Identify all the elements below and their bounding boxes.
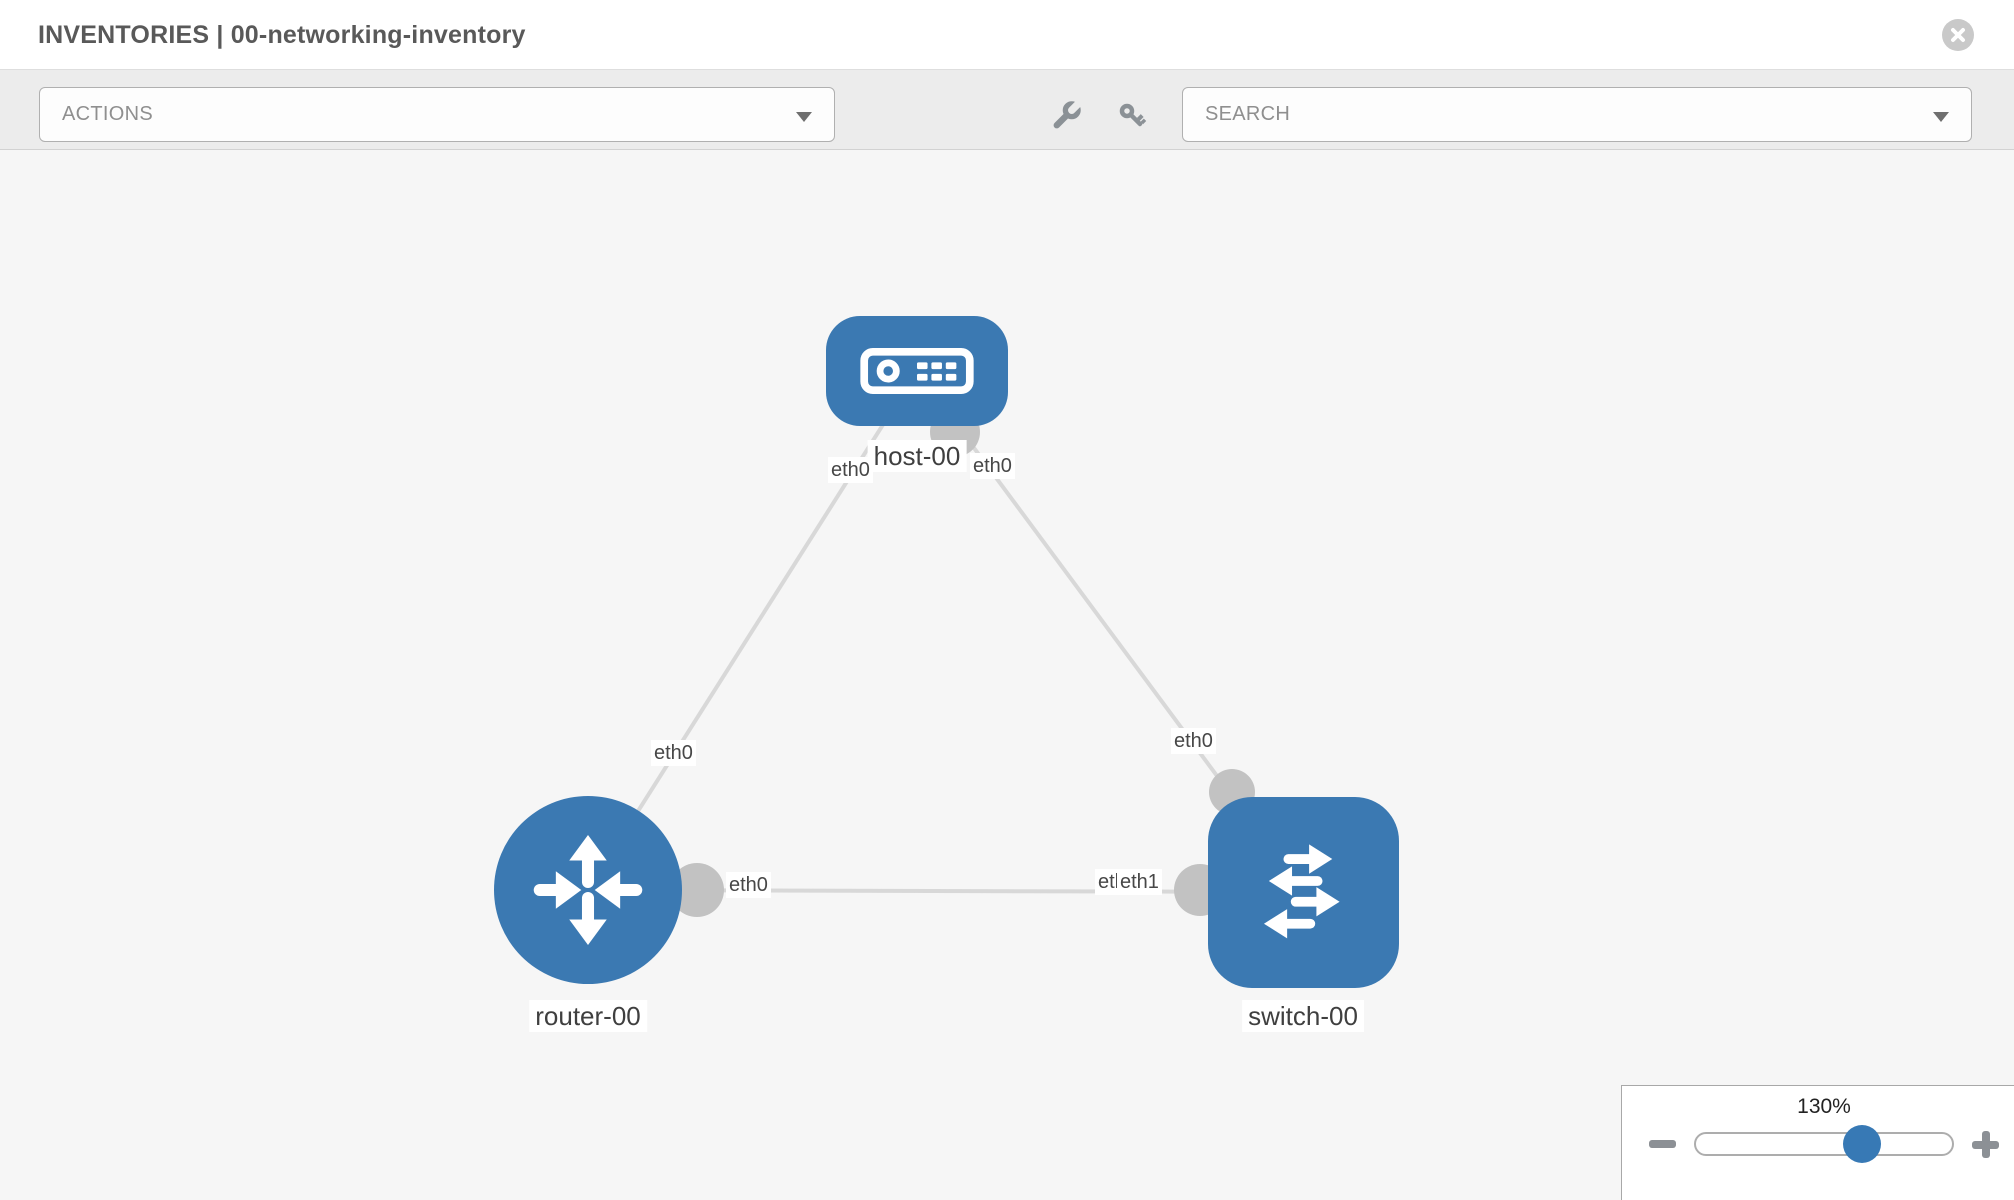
header-bar: INVENTORIES | 00-networking-inventory xyxy=(0,0,2014,70)
close-button[interactable] xyxy=(1942,19,1974,51)
interface-label: eth0 xyxy=(726,872,771,898)
interface-label: eth0 xyxy=(828,457,873,483)
host-icon xyxy=(860,347,974,395)
chevron-down-icon xyxy=(1933,112,1949,122)
node-switch-00[interactable] xyxy=(1207,796,1399,988)
wrench-icon xyxy=(1053,100,1082,129)
tools-button[interactable] xyxy=(1045,97,1085,137)
zoom-slider-handle[interactable] xyxy=(1842,1125,1881,1163)
interface-label: eth0 xyxy=(970,453,1015,479)
zoom-out-button[interactable] xyxy=(1649,1140,1676,1148)
zoom-in-button[interactable] xyxy=(1972,1131,1999,1158)
interface-label: eth0 xyxy=(651,740,696,766)
chevron-down-icon xyxy=(796,112,812,122)
node-host-00[interactable] xyxy=(826,316,1008,426)
node-router-00[interactable] xyxy=(494,796,682,984)
toolbar: ACTIONS SEARCH xyxy=(0,70,2014,150)
plus-icon xyxy=(1982,1131,1990,1158)
switch-icon xyxy=(1263,844,1340,939)
search-dropdown-label: SEARCH xyxy=(1205,103,1291,125)
interface-dot xyxy=(670,863,724,917)
node-label-router-00: router-00 xyxy=(529,1000,647,1032)
key-button[interactable] xyxy=(1113,97,1153,137)
search-dropdown[interactable]: SEARCH xyxy=(1182,87,1972,142)
interface-label: eth0 xyxy=(1171,728,1216,754)
actions-dropdown-label: ACTIONS xyxy=(62,103,153,125)
node-label-switch-00: switch-00 xyxy=(1242,1000,1364,1032)
page-title: INVENTORIES | 00-networking-inventory xyxy=(38,20,526,49)
interface-label: eth1 xyxy=(1117,869,1162,895)
key-icon xyxy=(1119,103,1147,127)
zoom-panel: 130% xyxy=(1621,1085,2014,1200)
actions-dropdown[interactable]: ACTIONS xyxy=(39,87,835,142)
zoom-percent-label: 130% xyxy=(1797,1095,1851,1118)
router-icon xyxy=(533,835,643,945)
close-x-icon xyxy=(1951,28,1965,42)
node-label-host-00: host-00 xyxy=(867,440,967,472)
zoom-slider-track[interactable] xyxy=(1694,1132,1954,1156)
